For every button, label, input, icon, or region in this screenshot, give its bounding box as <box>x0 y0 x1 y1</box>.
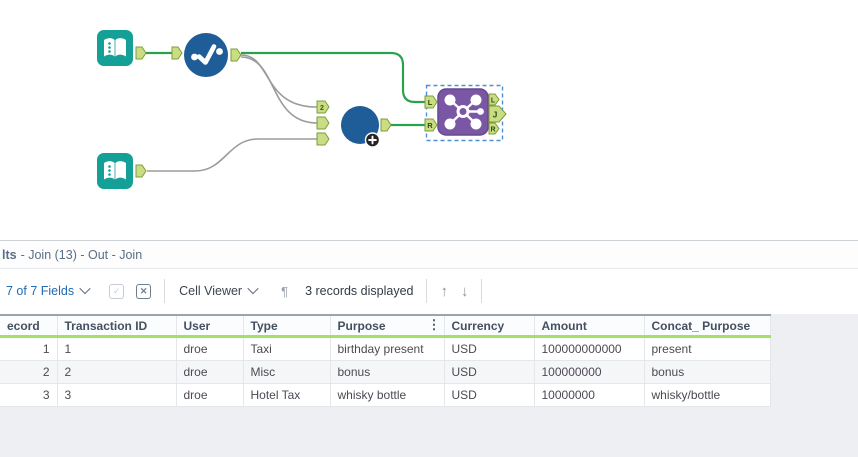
cell[interactable]: bonus <box>643 360 771 384</box>
cell[interactable]: bonus <box>329 360 445 384</box>
cell[interactable]: droe <box>175 360 244 384</box>
output-anchor[interactable] <box>135 164 147 178</box>
column-menu-icon[interactable]: ⋮ <box>427 317 441 332</box>
input-data-icon[interactable] <box>97 153 133 189</box>
results-table: ecord Transaction ID User Type Purpose ⋮… <box>0 314 771 407</box>
output-anchor[interactable] <box>135 46 147 60</box>
check-glyph <box>191 44 223 65</box>
toolbar-separator <box>164 279 166 303</box>
record-number-cell: 1 <box>0 336 58 361</box>
column-header-currency[interactable]: Currency <box>443 314 535 338</box>
cell[interactable]: 2 <box>56 360 177 384</box>
selection-outline <box>425 84 504 142</box>
cell[interactable]: 3 <box>56 383 177 407</box>
input-anchor-l[interactable] <box>424 95 438 109</box>
tool-input-data-2[interactable] <box>97 153 147 189</box>
connection-input2-union-3[interactable] <box>147 138 317 172</box>
table-row[interactable]: 2 2 droe Misc bonus USD 100000000 bonus <box>0 360 771 384</box>
move-up-icon[interactable]: ↑ <box>440 282 448 300</box>
molecule-glyph <box>444 94 484 130</box>
tool-join[interactable]: L R L J R <box>424 84 507 142</box>
connection-select-union-2[interactable] <box>240 56 318 124</box>
cell[interactable]: Taxi <box>242 336 331 361</box>
column-header-purpose[interactable]: Purpose ⋮ <box>329 314 445 338</box>
anchor-label: J <box>493 110 498 120</box>
workflow-canvas: 2 L R L J R <box>97 30 507 189</box>
whitespace-toggle-icon[interactable]: ¶ <box>281 283 289 299</box>
cell[interactable]: USD <box>443 360 535 384</box>
cell[interactable]: USD <box>443 383 535 407</box>
table-row[interactable]: 3 3 droe Hotel Tax whisky bottle USD 100… <box>0 383 771 407</box>
output-anchor[interactable] <box>380 118 392 132</box>
cell[interactable]: USD <box>443 336 535 361</box>
output-anchor-l[interactable] <box>488 93 500 106</box>
results-title: lts - Join (13) - Out - Join <box>0 241 858 269</box>
results-title-path: - Join (13) - Out - Join <box>20 247 143 262</box>
anchor-label: L <box>491 98 496 105</box>
anchor-label: R <box>490 127 495 134</box>
record-number-cell: 2 <box>0 360 58 384</box>
records-displayed-label: 3 records displayed <box>305 284 414 298</box>
chevron-down-icon[interactable] <box>79 282 91 294</box>
column-header-record[interactable]: ecord <box>0 314 58 338</box>
input-anchor-2[interactable] <box>316 116 330 130</box>
input-anchor[interactable] <box>171 46 183 60</box>
connections <box>146 51 426 172</box>
clear-all-icon[interactable]: ✕ <box>136 283 152 299</box>
cell[interactable]: droe <box>175 383 244 407</box>
table-row[interactable]: 1 1 droe Taxi birthday present USD 10000… <box>0 336 771 361</box>
output-anchor-r[interactable] <box>488 122 500 135</box>
header-row: ecord Transaction ID User Type Purpose ⋮… <box>0 314 771 338</box>
tool-input-data-1[interactable] <box>97 30 147 66</box>
plus-badge-icon <box>364 132 381 148</box>
cell[interactable]: 100000000 <box>533 360 645 384</box>
toolbar-separator <box>426 279 428 303</box>
chevron-down-icon[interactable] <box>247 282 259 294</box>
open-book-glyph <box>104 38 126 57</box>
cell-viewer-dropdown[interactable]: Cell Viewer <box>179 284 243 298</box>
cell[interactable]: 1 <box>56 336 177 361</box>
input-anchor-r[interactable] <box>424 118 438 132</box>
cell[interactable]: whisky bottle <box>329 383 445 407</box>
column-header-label: Purpose <box>337 318 386 333</box>
select-icon[interactable] <box>184 33 228 77</box>
tool-select[interactable] <box>171 33 242 77</box>
connection-select-join-l[interactable] <box>241 51 426 104</box>
anchor-label: R <box>427 121 433 130</box>
input-anchor-1[interactable] <box>316 100 330 114</box>
fields-dropdown[interactable]: 7 of 7 Fields <box>6 284 75 298</box>
record-number-cell: 3 <box>0 383 58 407</box>
results-title-bold: lts <box>2 247 17 262</box>
input-anchor-3[interactable] <box>316 132 330 146</box>
cell[interactable]: whisky/bottle <box>643 383 771 407</box>
output-anchor[interactable] <box>230 48 242 62</box>
open-book-glyph <box>104 161 126 180</box>
cell[interactable]: Hotel Tax <box>242 383 331 407</box>
output-anchor-j[interactable] <box>488 105 507 123</box>
connection-count-badge: 2 <box>320 105 324 112</box>
cell[interactable]: birthday present <box>329 336 445 361</box>
column-header-concat-purpose[interactable]: Concat_ Purpose <box>643 314 771 338</box>
move-down-icon[interactable]: ↓ <box>460 282 469 300</box>
cell[interactable]: Misc <box>242 360 331 384</box>
input-data-icon[interactable] <box>97 30 133 66</box>
cell[interactable]: 10000000 <box>533 383 645 407</box>
cell[interactable]: 100000000000 <box>533 336 645 361</box>
tool-union[interactable]: 2 <box>316 100 392 148</box>
results-panel: lts - Join (13) - Out - Join 7 of 7 Fiel… <box>0 240 858 457</box>
column-header-amount[interactable]: Amount <box>533 314 645 338</box>
column-header-transaction-id[interactable]: Transaction ID <box>56 314 177 338</box>
column-header-type[interactable]: Type <box>242 314 331 338</box>
column-header-user[interactable]: User <box>175 314 244 338</box>
toolbar-separator <box>481 279 483 303</box>
select-all-icon[interactable]: ✓ <box>109 283 125 299</box>
results-grid-area: ecord Transaction ID User Type Purpose ⋮… <box>0 314 858 457</box>
cell[interactable]: droe <box>175 336 244 361</box>
anchor-label: L <box>428 98 433 107</box>
results-toolbar: 7 of 7 Fields ✓ ✕ Cell Viewer ¶ 3 record… <box>0 269 858 313</box>
cell[interactable]: present <box>643 336 771 361</box>
